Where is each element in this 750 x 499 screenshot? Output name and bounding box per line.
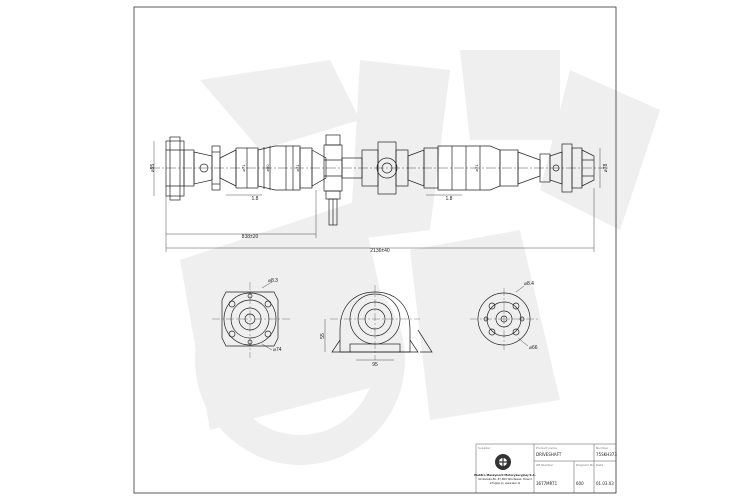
- view1-hole-dim: ⌀8.3: [268, 278, 278, 284]
- company-logo: [495, 454, 511, 470]
- oe-number-label: OE Number: [536, 463, 554, 467]
- product-name: DRIVESHAFT: [536, 452, 562, 457]
- date-value: 01.03.03: [596, 481, 614, 486]
- company-web: info@sp.pl, www.elsc.pl: [490, 481, 521, 485]
- sheet-border: [133, 6, 617, 494]
- center-bearing: [323, 134, 363, 226]
- end-view-center-bearing: [324, 285, 433, 361]
- right-flange: [539, 143, 595, 193]
- dim-ring-3: ⌀71: [295, 164, 300, 172]
- diagram-label: Diagram No.: [576, 463, 595, 467]
- length-total: 2136±40: [370, 248, 390, 254]
- left-flange: [165, 136, 221, 201]
- company-name: Elektro Maszynerii Motoryzacyjnej S.A.: [474, 473, 535, 477]
- diagram-number: 600: [576, 481, 584, 486]
- left-tube: [219, 145, 327, 191]
- company-address: Okrzeńska 86, 87-800 Włocławek, Poland: [478, 477, 532, 481]
- view2-width-dim: 95: [372, 362, 378, 368]
- number-label: Number: [596, 446, 609, 450]
- dim-flange-right: ⌀78: [603, 163, 609, 172]
- watermark-logo: [180, 50, 660, 465]
- driveshaft-side-view: [150, 134, 610, 252]
- product-name-label: Product name: [536, 446, 557, 450]
- dim-ring-2: ⌀80: [265, 164, 270, 172]
- angle-right: 1.8: [446, 196, 453, 202]
- view3-pcd-dim: ⌀66: [529, 345, 538, 351]
- part-number: 75SKH373: [596, 452, 617, 457]
- dim-ring-4: ⌀71: [474, 164, 479, 172]
- view3-hole-dim: ⌀8.4: [524, 281, 534, 287]
- dim-flange-left: ⌀95: [150, 163, 156, 172]
- center-ujoint: [361, 141, 425, 195]
- end-view-left-flange: [212, 281, 290, 358]
- oe-number: 3677MRT1: [536, 481, 558, 486]
- title-block: [475, 443, 617, 494]
- length-partial: 838±20: [242, 234, 259, 240]
- dimension-lines: [153, 141, 601, 252]
- end-view-right-flange: [470, 285, 538, 350]
- view1-pcd-dim: ⌀74: [273, 347, 282, 353]
- date-label: Date: [596, 463, 603, 467]
- view2-height-dim: 55: [320, 333, 326, 339]
- dim-ring-1: ⌀71: [241, 164, 246, 172]
- angle-left: 1.8: [252, 196, 259, 202]
- right-tube: [423, 145, 541, 191]
- supplier-label: Supplier: [478, 446, 491, 450]
